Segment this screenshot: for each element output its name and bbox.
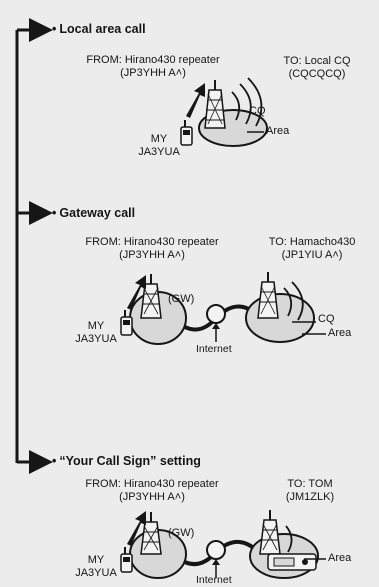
radio-wave-icon xyxy=(231,77,263,127)
section-heading: •Local area call xyxy=(52,22,146,36)
area-ellipse-right xyxy=(245,293,315,343)
radio-wave-icon xyxy=(285,525,293,553)
handheld-radio-icon xyxy=(120,310,133,336)
my-callsign-label: MY JA3YUA xyxy=(138,133,180,158)
repeater-tower-icon xyxy=(204,80,226,129)
to-label: TO: Hamacho430 (JP1YIU A˄) xyxy=(268,236,356,261)
internet-label: Internet xyxy=(196,343,232,355)
my-callsign-label: MY JA3YUA xyxy=(75,554,117,579)
area-label: Area xyxy=(266,125,290,137)
repeater-tower-icon xyxy=(140,274,162,319)
transmit-arrow-icon xyxy=(127,511,146,546)
gw-label: (GW) xyxy=(168,527,195,539)
radio-wave-icon xyxy=(283,281,304,321)
bullet-icon: • xyxy=(52,206,57,220)
section-your-call-sign: •“Your Call Sign” setting FROM: Hirano43… xyxy=(0,430,379,586)
repeater-tower-icon xyxy=(259,510,281,555)
gw-label: (GW) xyxy=(168,293,195,305)
from-label: FROM: Hirano430 repeater (JP3YHH A˄) xyxy=(85,236,219,261)
from-label: FROM: Hirano430 repeater (JP3YHH A˄) xyxy=(86,54,220,79)
repeater-tower-icon xyxy=(140,512,162,555)
from-label: FROM: Hirano430 repeater (JP3YHH A˄) xyxy=(85,478,219,503)
local-area-diagram xyxy=(180,77,268,147)
gateway-diagram xyxy=(120,272,326,345)
section-heading: •Gateway call xyxy=(52,206,136,220)
section-local-area-call: •Local area call FROM: Hirano430 repeate… xyxy=(0,0,379,190)
area-label: Area xyxy=(328,552,352,564)
repeater-tower-icon xyxy=(257,272,279,319)
cq-label: CQ xyxy=(318,313,335,325)
to-label: TO: TOM (JM1ZLK) xyxy=(285,478,335,503)
my-callsign-label: MY JA3YUA xyxy=(75,320,117,345)
your-call-sign-diagram xyxy=(120,510,326,579)
cq-label: CQ xyxy=(249,105,266,117)
internet-label: Internet xyxy=(196,574,232,586)
section-heading: •“Your Call Sign” setting xyxy=(52,454,201,468)
handheld-radio-icon xyxy=(180,120,193,146)
transmit-arrow-icon xyxy=(186,83,205,118)
area-label: Area xyxy=(328,327,352,339)
section-gateway-call: •Gateway call FROM: Hirano430 repeater (… xyxy=(0,190,379,430)
bullet-icon: • xyxy=(52,454,57,468)
internet-node-icon xyxy=(206,304,226,324)
handheld-radio-icon xyxy=(120,547,133,573)
car-radio-icon xyxy=(267,553,317,571)
internet-node-icon xyxy=(206,540,226,560)
transmit-arrow-icon xyxy=(127,275,146,310)
bullet-icon: • xyxy=(52,22,57,36)
to-label: TO: Local CQ (CQCQCQ) xyxy=(283,55,351,80)
